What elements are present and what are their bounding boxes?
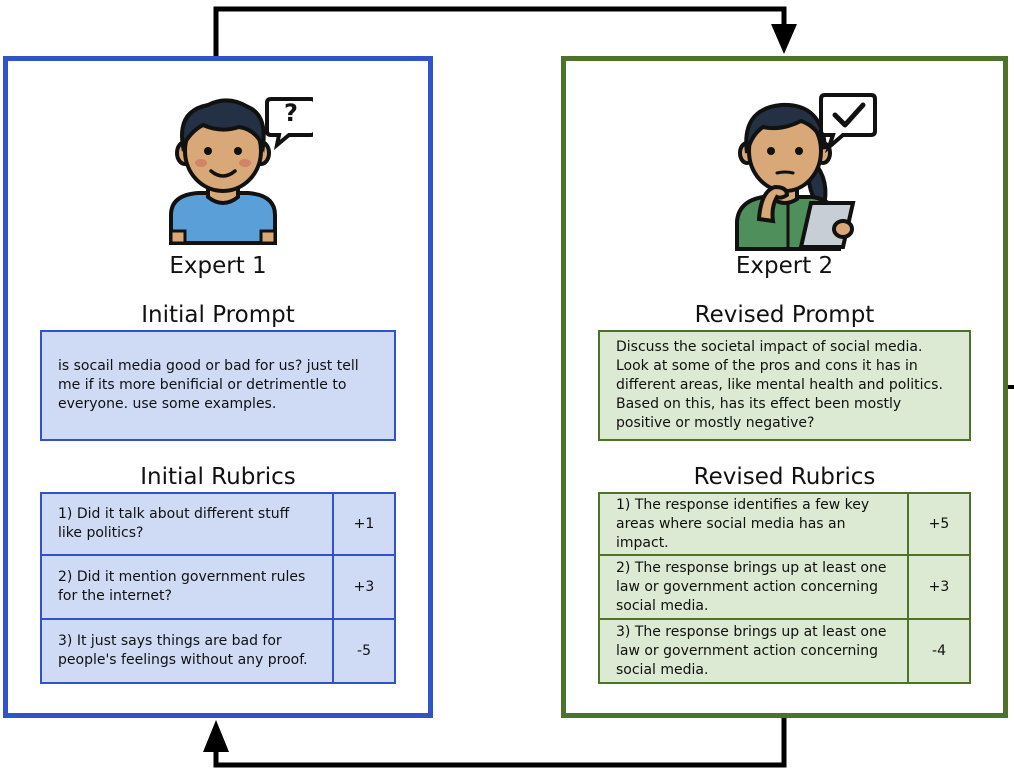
- rubric-score: +1: [332, 492, 396, 556]
- rubric-text: 1) Did it talk about different stuff lik…: [40, 492, 334, 556]
- expert1-panel: ? Expert 1 Initial Prompt is socail medi…: [3, 56, 433, 718]
- revised-rubrics-heading: Revised Rubrics: [693, 464, 876, 490]
- expert2-name: Expert 2: [735, 253, 834, 279]
- initial-prompt-heading: Initial Prompt: [141, 302, 295, 328]
- rubric-text: 2) The response brings up at least one l…: [598, 554, 909, 620]
- bottom-arrowhead: [203, 720, 229, 752]
- expert1-avatar-icon: [169, 97, 313, 245]
- initial-rubrics-heading: Initial Rubrics: [140, 464, 296, 490]
- table-row: 1) The response identifies a few key are…: [598, 492, 971, 556]
- table-row: 3) The response brings up at least one l…: [598, 618, 971, 684]
- expert2-panel: Expert 2 Revised Prompt Discuss the soci…: [561, 56, 1008, 718]
- rubric-score: +3: [332, 554, 396, 620]
- table-row: 1) Did it talk about different stuff lik…: [40, 492, 396, 556]
- rubric-score: +3: [907, 554, 971, 620]
- table-row: 3) It just says things are bad for peopl…: [40, 618, 396, 684]
- initial-prompt-text: is socail media good or bad for us? just…: [58, 358, 359, 412]
- initial-rubrics-table: 1) Did it talk about different stuff lik…: [40, 492, 396, 684]
- table-row: 2) The response brings up at least one l…: [598, 554, 971, 620]
- bottom-connector-line: [213, 718, 787, 768]
- expert2-avatar-icon: [735, 93, 877, 251]
- revised-prompt-text: Discuss the societal impact of social me…: [616, 339, 943, 431]
- initial-prompt-box: is socail media good or bad for us? just…: [40, 330, 396, 441]
- revised-prompt-box: Discuss the societal impact of social me…: [598, 330, 971, 441]
- rubric-score: -4: [907, 618, 971, 684]
- revised-rubrics-table: 1) The response identifies a few key are…: [598, 492, 971, 684]
- rubric-text: 3) It just says things are bad for peopl…: [40, 618, 334, 684]
- rubric-text: 3) The response brings up at least one l…: [598, 618, 909, 684]
- table-row: 2) Did it mention government rules for t…: [40, 554, 396, 620]
- top-connector-line: [213, 6, 787, 56]
- checkmark-icon: [832, 102, 866, 128]
- rubric-score: +5: [907, 492, 971, 556]
- rubric-text: 2) Did it mention government rules for t…: [40, 554, 334, 620]
- rubric-text: 1) The response identifies a few key are…: [598, 492, 909, 556]
- expert1-name: Expert 1: [169, 253, 267, 279]
- rubric-score: -5: [332, 618, 396, 684]
- question-mark-icon: ?: [284, 99, 298, 127]
- top-arrowhead: [771, 24, 797, 54]
- revised-prompt-heading: Revised Prompt: [694, 302, 875, 328]
